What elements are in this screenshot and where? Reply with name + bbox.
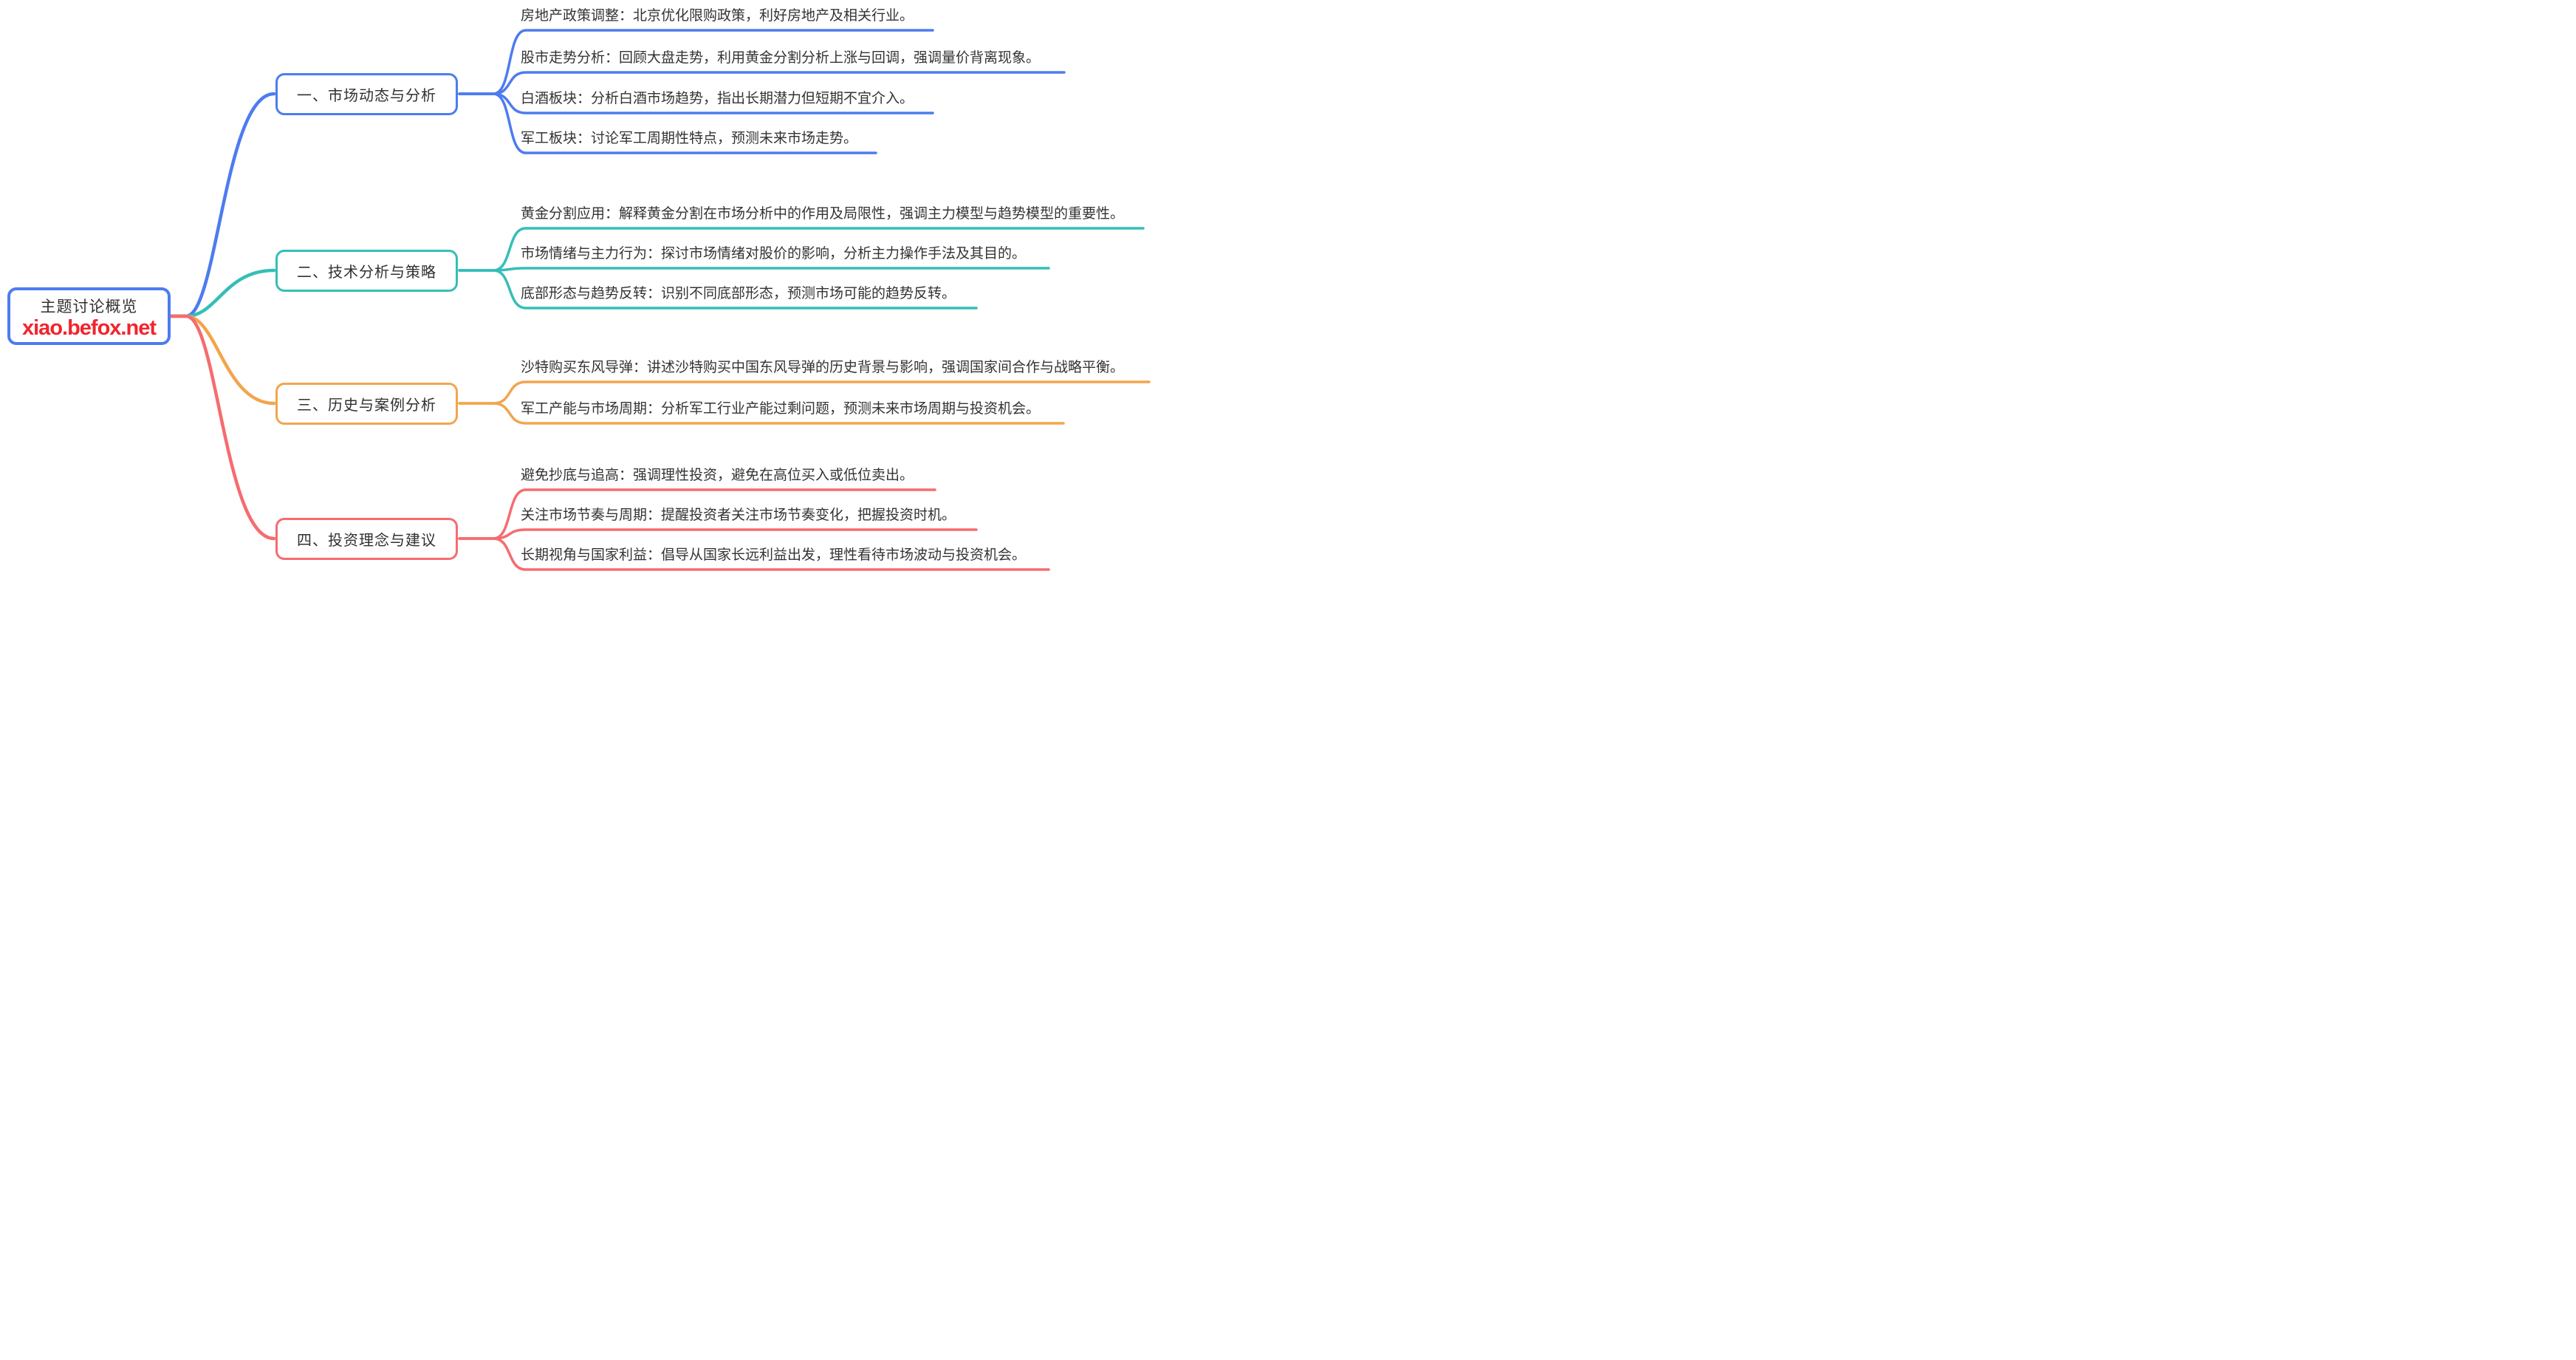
leaf-node[interactable]: 黄金分割应用：解释黄金分割在市场分析中的作用及局限性，强调主力模型与趋势模型的重… <box>521 206 1125 222</box>
leaf-node[interactable]: 避免抄底与追高：强调理性投资，避免在高位买入或低位卖出。 <box>521 468 914 483</box>
root-title: 主题讨论概览 <box>40 298 138 315</box>
mindmap-canvas: 主题讨论概览 xiao.befox.net 一、市场动态与分析 二、技术分析与策… <box>0 0 1155 609</box>
root-node[interactable]: 主题讨论概览 xiao.befox.net <box>7 287 171 345</box>
branch2-child2-connector <box>458 267 1050 272</box>
leaf-node[interactable]: 军工板块：讨论军工周期性特点，预测未来市场走势。 <box>521 131 858 146</box>
leaf-node[interactable]: 市场情绪与主力行为：探讨市场情绪对股价的影响，分析主力操作手法及其目的。 <box>521 246 1027 262</box>
leaf-node[interactable]: 沙特购买东风导弹：讲述沙特购买中国东风导弹的历史背景与影响，强调国家间合作与战略… <box>521 360 1125 375</box>
root-to-branch3-connector <box>168 314 276 406</box>
leaf-node[interactable]: 白酒板块：分析白酒市场趋势，指出长期潜力但短期不宜介入。 <box>521 91 914 106</box>
root-to-branch2-connector <box>168 268 276 318</box>
branch-node-history-cases[interactable]: 三、历史与案例分析 <box>275 383 458 425</box>
leaf-node[interactable]: 长期视角与国家利益：倡导从国家长远利益出发，理性看待市场波动与投资机会。 <box>521 547 1027 563</box>
root-to-branch4-connector <box>168 314 276 541</box>
watermark-text: xiao.befox.net <box>22 316 157 340</box>
leaf-node[interactable]: 房地产政策调整：北京优化限购政策，利好房地产及相关行业。 <box>521 8 914 24</box>
leaf-node[interactable]: 底部形态与趋势反转：识别不同底部形态，预测市场可能的趋势反转。 <box>521 286 956 301</box>
branch-node-technical-analysis[interactable]: 二、技术分析与策略 <box>275 250 458 292</box>
branch4-child2-connector <box>458 528 978 540</box>
leaf-node[interactable]: 关注市场节奏与周期：提醒投资者关注市场节奏变化，把握投资时机。 <box>521 508 956 523</box>
root-to-branch1-connector <box>168 92 276 318</box>
branch-node-market-dynamics[interactable]: 一、市场动态与分析 <box>275 73 458 115</box>
leaf-node[interactable]: 股市走势分析：回顾大盘走势，利用黄金分割分析上涨与回调，强调量价背离现象。 <box>521 50 1041 66</box>
branch-node-investment-advice[interactable]: 四、投资理念与建议 <box>275 518 458 560</box>
leaf-node[interactable]: 军工产能与市场周期：分析军工行业产能过剩问题，预测未来市场周期与投资机会。 <box>521 401 1041 417</box>
